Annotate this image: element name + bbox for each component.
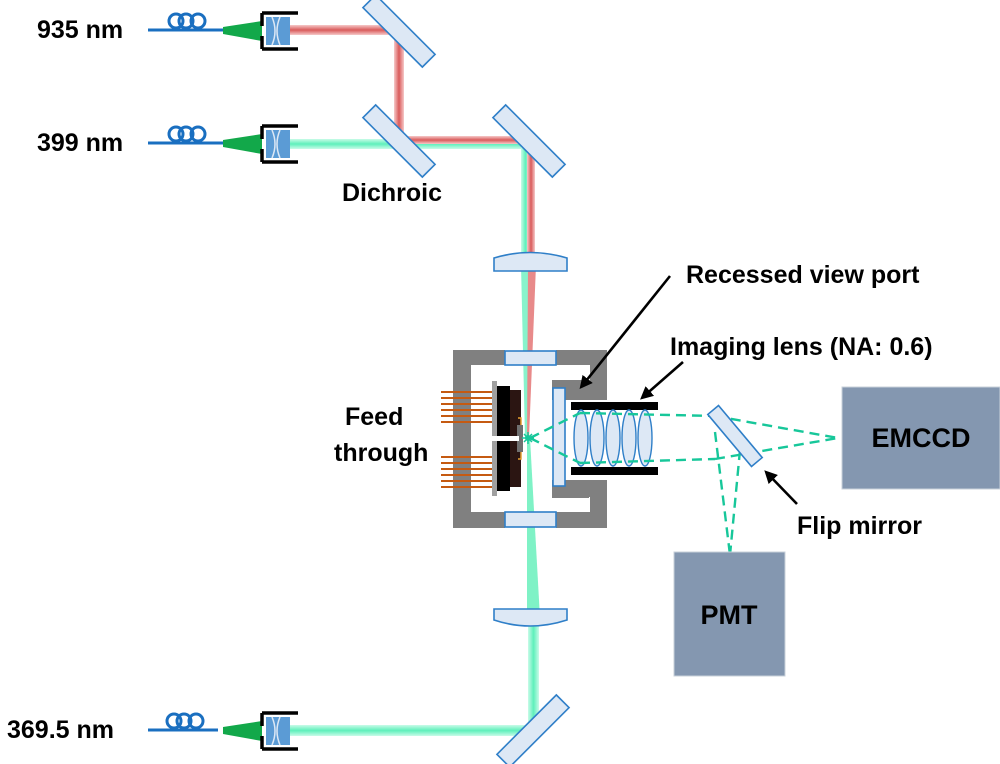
emccd-label: EMCCD — [872, 423, 971, 453]
pmt-detector: PMT — [673, 551, 786, 677]
laser-label-369: 369.5 nm — [7, 716, 114, 744]
beam-399-combined-vertical — [521, 141, 530, 261]
vacuum-chamber — [453, 350, 607, 528]
laser-label-935: 935 nm — [37, 16, 123, 44]
flip-mirror — [706, 404, 764, 468]
feed-through-label-line1: Feed — [345, 403, 403, 431]
chamber-window-bottom — [504, 511, 557, 528]
beam-935-combined-horizontal — [399, 136, 528, 144]
fiber-coil-icon — [148, 12, 230, 32]
laser-label-399: 399 nm — [37, 129, 123, 157]
fiber-connector-icon — [223, 721, 262, 741]
focusing-lens-top — [493, 251, 568, 272]
mirror-369 — [495, 693, 571, 764]
fiber-connector-icon — [223, 21, 262, 41]
beam-935-combined-vertical — [527, 141, 535, 261]
fluorescence-paths — [529, 411, 839, 556]
mirror-combined — [491, 103, 567, 179]
dichroic-label: Dichroic — [342, 179, 442, 207]
flip-mirror-label: Flip mirror — [797, 512, 922, 540]
recessed-view-port-arrow — [579, 275, 672, 390]
imaging-lens-arrow — [640, 361, 684, 400]
collimator-icon — [260, 124, 298, 164]
beam-935-vertical — [394, 30, 404, 136]
dichroic-mirror — [361, 103, 437, 179]
imaging-lens-label: Imaging lens (NA: 0.6) — [670, 333, 933, 361]
collimator-icon — [260, 711, 298, 751]
beam-369-horizontal — [290, 725, 538, 736]
chamber-window-top — [504, 350, 557, 366]
feedthrough-wires — [441, 391, 492, 488]
fiber-coil-icon — [148, 712, 218, 732]
beam-paths — [290, 25, 540, 736]
fiber-coil-icon — [148, 125, 230, 145]
imaging-lens-assembly — [571, 402, 658, 475]
collimator-icon — [260, 11, 298, 51]
focusing-lens-bottom — [493, 608, 568, 627]
beam-935-horizontal — [290, 25, 400, 35]
beam-369-vertical — [528, 622, 539, 732]
ion-fluorescence-icon — [522, 432, 534, 444]
laser-input-399: 399 nm — [37, 124, 298, 164]
recessed-view-port-label: Recessed view port — [686, 261, 920, 289]
laser-input-935: 935 nm — [37, 11, 298, 51]
beam-369-focused — [527, 438, 540, 618]
pmt-label: PMT — [701, 600, 759, 630]
emccd-detector: EMCCD — [841, 386, 1000, 490]
mirror-935 — [361, 0, 437, 69]
recessed-view-port-window — [552, 387, 566, 487]
feed-through-label-line2: through — [334, 439, 428, 467]
laser-input-369: 369.5 nm — [7, 711, 298, 751]
fiber-connector-icon — [223, 134, 262, 154]
ion-trap — [491, 381, 523, 496]
flip-mirror-arrow — [764, 470, 798, 505]
